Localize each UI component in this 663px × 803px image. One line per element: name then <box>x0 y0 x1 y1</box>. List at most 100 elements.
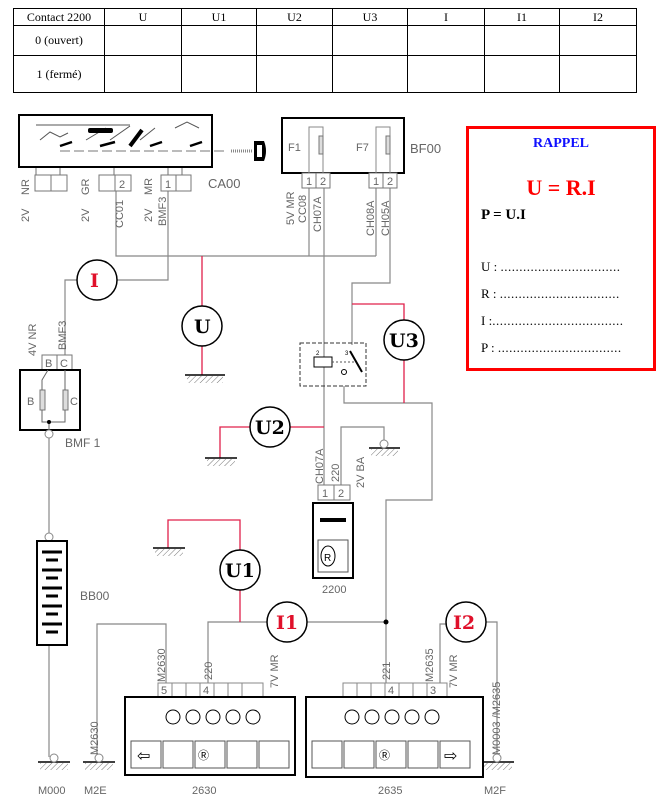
pin-label: 2 <box>320 176 326 188</box>
component-label-bb00: BB00 <box>80 589 110 603</box>
diagram-label: C <box>70 396 78 408</box>
definition-u: U : ................................ <box>481 259 621 275</box>
switch-2200: 12 2200 R 2200 <box>312 484 354 596</box>
diagram-label: B <box>45 358 52 370</box>
answer-blank[interactable]: ................................... <box>492 313 624 328</box>
rappel-box: RAPPEL U = R.I P = U.I U : .............… <box>466 126 656 371</box>
diagram-label: 3 <box>345 351 349 357</box>
diagram-label: I <box>90 270 99 292</box>
ground-label-m2f: M2F <box>484 785 506 797</box>
diagram-label: U1 <box>225 560 255 582</box>
diagram-label: 5V MR <box>285 191 297 225</box>
pin-label: 1 <box>373 176 379 188</box>
diagram-label: 3 <box>430 685 436 697</box>
diagram-label: Ⓡ <box>379 749 390 762</box>
meter-u3[interactable]: U3 <box>383 319 425 361</box>
light-cluster-2630: 5 4 ⇦ Ⓡ 2630 <box>124 682 296 797</box>
cell[interactable] <box>332 55 408 93</box>
component-label-bf00: BF00 <box>410 141 441 156</box>
diagram-label: 4 <box>203 685 209 697</box>
diagram-label: U <box>194 316 211 338</box>
pin-label: 2 <box>119 179 125 191</box>
diagram-label: CH07A <box>312 196 324 232</box>
diagram-label: MR <box>143 178 155 195</box>
ground-icon <box>38 753 70 770</box>
diagram-label: M2630 <box>89 721 101 755</box>
meter-i[interactable]: I <box>76 259 118 301</box>
diagram-label: ⇦ <box>137 748 150 765</box>
component-label-ca00: CA00 <box>208 176 241 191</box>
cell[interactable] <box>181 55 257 93</box>
diagram-label: BMF3 <box>57 321 69 350</box>
fuse-label-f7: F7 <box>356 142 369 154</box>
answer-blank[interactable]: ................................. <box>497 340 622 355</box>
cell[interactable] <box>407 55 485 93</box>
diagram-label: M0003 /M2635 <box>491 682 503 755</box>
meter-u[interactable]: U <box>181 305 223 347</box>
diagram-label: CH08A <box>365 200 377 236</box>
diagram-label: CC01 <box>114 200 126 228</box>
definition-label: R : <box>481 286 497 301</box>
answer-blank[interactable]: ................................ <box>500 259 621 274</box>
diagram-label: CH05A <box>380 200 392 236</box>
diagram-label: 220 <box>330 464 342 482</box>
ground-icon <box>205 457 237 466</box>
definition-i: I :................................... <box>481 313 623 329</box>
definition-label: I : <box>481 313 493 328</box>
ground-icon <box>482 753 514 770</box>
meter-wires <box>167 256 405 622</box>
wire-labels: NR 2V GR 2V CC01 MR 2V BMF3 5V MR CC08 C… <box>20 178 503 755</box>
diagram-label: 2V <box>20 208 32 222</box>
definition-label: U : <box>481 259 498 274</box>
cell[interactable] <box>332 25 408 56</box>
diagram-label: GR <box>80 178 92 195</box>
bulb-icons <box>344 709 440 725</box>
cell[interactable] <box>104 55 182 93</box>
component-label-bmf1: BMF 1 <box>65 436 101 450</box>
diagram-label: U3 <box>389 330 419 352</box>
table-row: 1 (fermé) <box>13 55 637 93</box>
diagram-label: 2 <box>316 351 320 357</box>
row-label: 1 (fermé) <box>13 55 105 93</box>
cell[interactable] <box>559 55 637 93</box>
wires <box>35 150 498 757</box>
fuse-box-bf00: F1 F7 BF00 1 2 1 2 <box>281 117 441 189</box>
diagram-label: I1 <box>276 612 298 634</box>
ground-label-m2e: M2E <box>84 785 107 797</box>
diagram-label: M2635 <box>424 648 436 682</box>
answer-blank[interactable]: ................................ <box>499 286 620 301</box>
component-label-2635: 2635 <box>378 785 402 797</box>
meter-i1[interactable]: I1 <box>266 601 308 643</box>
measurement-table: Contact 2200 U U1 U2 U3 I I1 I2 0 (ouver… <box>13 8 637 93</box>
ground-icon <box>83 753 115 770</box>
row-label: 0 (ouvert) <box>13 25 105 56</box>
diagram-label: 7V MR <box>448 654 460 688</box>
diagram-label: Ⓡ <box>198 749 209 762</box>
diagram-label: ⇨ <box>444 748 457 765</box>
diagram-label: R <box>324 553 331 564</box>
diagram-label: B <box>27 396 34 408</box>
relay: 2 3 <box>299 342 367 387</box>
pin-label: 2 <box>387 176 393 188</box>
cell[interactable] <box>484 55 560 93</box>
diagram-label: 221 <box>381 662 393 680</box>
meter-u1[interactable]: U1 <box>219 549 261 591</box>
ground-icon <box>185 374 225 383</box>
component-label-2200: 2200 <box>322 584 346 596</box>
power-formula: P = U.I <box>481 207 526 223</box>
diagram-label: 4V NR <box>27 324 39 356</box>
ground-label-m000: M000 <box>38 785 66 797</box>
diagram-label: M2630 <box>156 648 168 682</box>
rappel-title: RAPPEL <box>533 136 589 151</box>
component-label-2630: 2630 <box>192 785 216 797</box>
meter-i2[interactable]: I2 <box>445 601 487 643</box>
diagram-label: 220 <box>203 662 215 680</box>
diagram-label: C <box>60 358 68 370</box>
ground-icon <box>153 547 185 556</box>
diagram-label: 2 <box>338 488 344 500</box>
diagram-label: 5 <box>161 685 167 697</box>
meter-u2[interactable]: U2 <box>249 406 291 448</box>
